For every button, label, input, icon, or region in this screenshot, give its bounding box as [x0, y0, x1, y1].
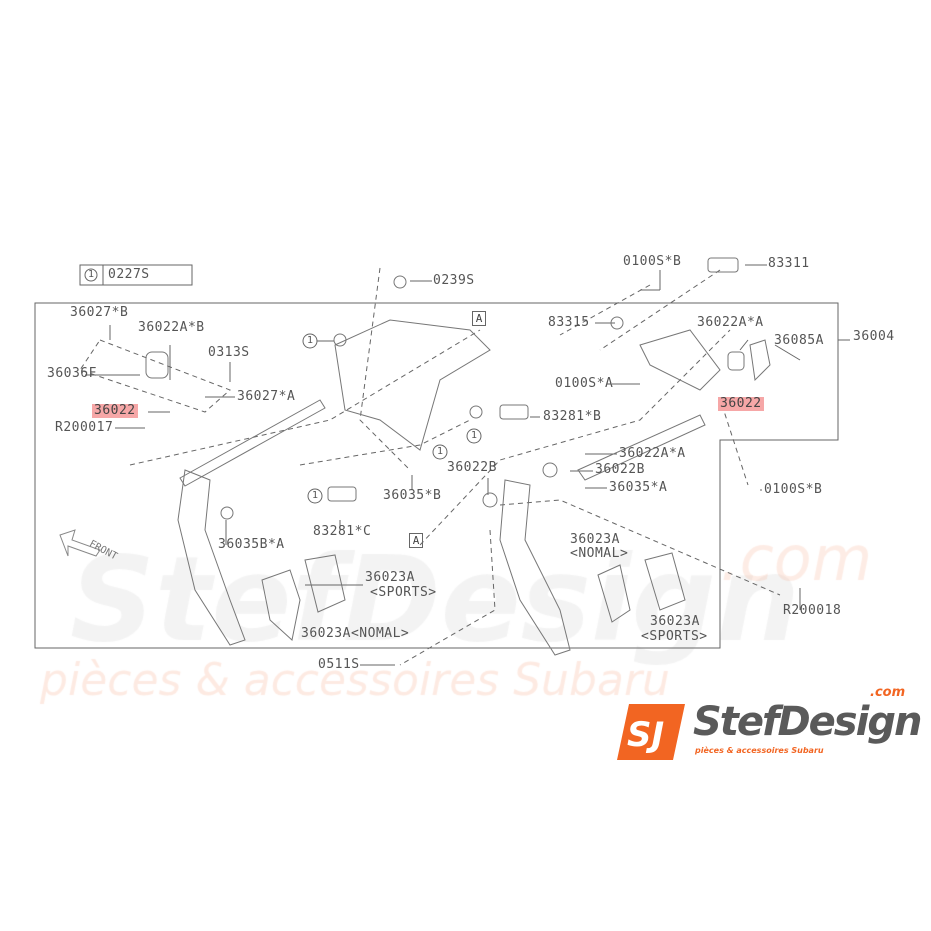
part-label-0239s[interactable]: 0239S — [433, 273, 475, 288]
part-label-83281-b[interactable]: 83281*B — [543, 409, 602, 424]
part-label-83315[interactable]: 83315 — [548, 315, 590, 330]
part-label-83311[interactable]: 83311 — [768, 256, 810, 271]
part-label-36035-b[interactable]: 36035*B — [383, 488, 442, 503]
part-label-r200017[interactable]: R200017 — [55, 420, 114, 435]
part-label-36004[interactable]: 36004 — [853, 329, 895, 344]
part-label-36022a-b[interactable]: 36022A*B — [138, 320, 205, 335]
part-label-variant-sports: <SPORTS> — [370, 585, 437, 600]
part-label-36036f[interactable]: 36036F — [47, 366, 97, 381]
part-label-0100s-a[interactable]: 0100S*A — [555, 376, 614, 391]
pedal-bracket — [334, 319, 491, 451]
part-label-36035-a[interactable]: 36035*A — [609, 480, 668, 495]
part-label-variant-nomal: <NOMAL> — [570, 546, 629, 561]
part-label-36085a[interactable]: 36085A — [774, 333, 824, 348]
reference-marker-a: A — [472, 311, 486, 326]
part-label-36022-highlighted[interactable]: 36022 — [718, 396, 764, 411]
clutch-pad-sports — [304, 554, 346, 613]
part-label-36023a-nomal[interactable]: 36023A<NOMAL> — [301, 626, 410, 641]
clutch-pad-normal — [261, 569, 301, 641]
callout-circle-1: 1 — [307, 335, 314, 346]
callout-circle-1: 1 — [312, 490, 319, 501]
part-label-36022a-a[interactable]: 36022A*A — [619, 446, 686, 461]
logo-tagline: pièces & accessoires Subaru — [695, 746, 824, 755]
part-label-36022a-a[interactable]: 36022A*A — [697, 315, 764, 330]
part-label-0511s[interactable]: 0511S — [318, 657, 360, 672]
part-label-r200018[interactable]: R200018 — [783, 603, 842, 618]
brake-bracket — [639, 329, 721, 391]
logo-mark-icon: SJ — [617, 704, 685, 760]
clutch-pedal-arm — [177, 469, 246, 646]
part-label-0313s[interactable]: 0313S — [208, 345, 250, 360]
assembly-frame — [34, 302, 839, 649]
brake-pedal-arm — [499, 479, 571, 656]
brake-pivot-rod — [577, 414, 706, 481]
callout-circle-1: 1 — [471, 430, 478, 441]
part-label-83281-c[interactable]: 83281*C — [313, 524, 372, 539]
legend-part-number: 0227S — [108, 267, 150, 282]
brake-pad-sports — [644, 552, 686, 611]
part-label-36027-a[interactable]: 36027*A — [237, 389, 296, 404]
logo-com: .com — [870, 685, 906, 700]
stefdesign-logo[interactable]: SJ StefDesign .com pièces & accessoires … — [615, 686, 922, 762]
callout-circle-1: 1 — [437, 446, 444, 457]
part-label-36023a-sports[interactable]: 36023A — [650, 614, 700, 629]
brake-pad-normal — [597, 564, 631, 623]
logo-name: StefDesign — [693, 699, 922, 745]
part-label-36022b[interactable]: 36022B — [447, 460, 497, 475]
part-label-36027-b[interactable]: 36027*B — [70, 305, 129, 320]
part-label-0100s-b[interactable]: 0100S*B — [623, 254, 682, 269]
part-label-36023a-sports[interactable]: 36023A — [365, 570, 415, 585]
logo-mark-text: SJ — [627, 715, 664, 755]
part-label-36022-highlighted[interactable]: 36022 — [92, 403, 138, 418]
legend-box — [79, 264, 193, 286]
legend-circle-number: 1 — [88, 269, 95, 280]
reference-marker-a: A — [409, 533, 423, 548]
clutch-pivot-rod — [179, 399, 326, 487]
part-label-0100s-b[interactable]: 0100S*B — [764, 482, 823, 497]
part-label-36035b-a[interactable]: 36035B*A — [218, 537, 285, 552]
part-label-36022b[interactable]: 36022B — [595, 462, 645, 477]
part-label-variant-sports: <SPORTS> — [641, 629, 708, 644]
part-label-36023a-nomal[interactable]: 36023A — [570, 532, 620, 547]
